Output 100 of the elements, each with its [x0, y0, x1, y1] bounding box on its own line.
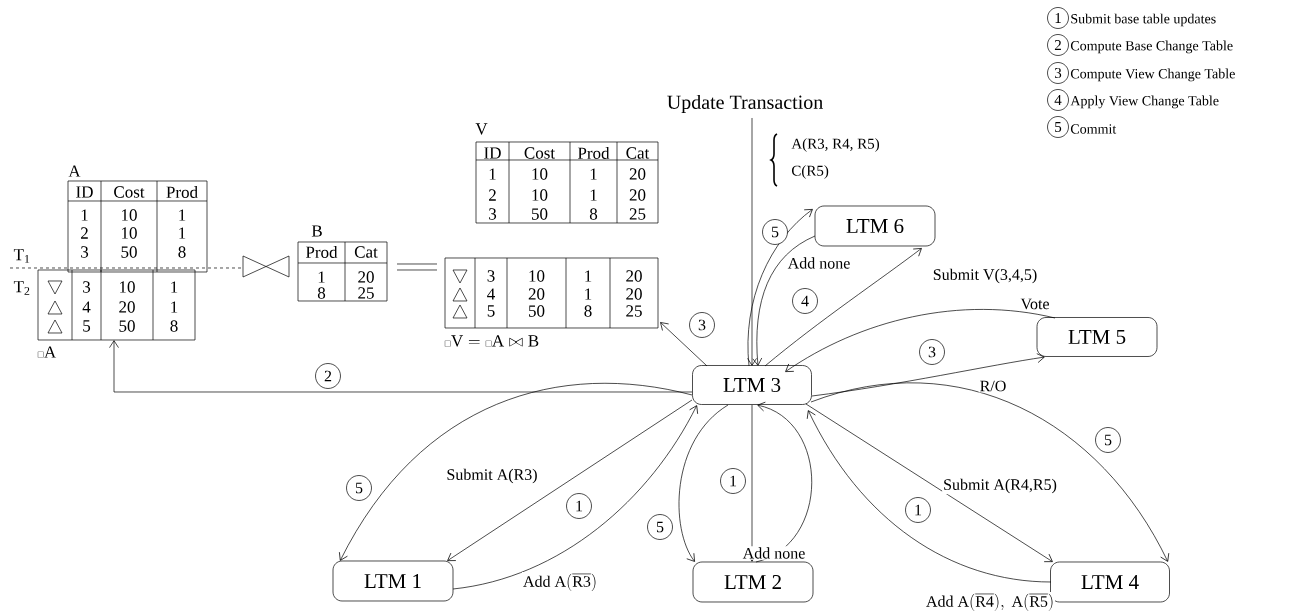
- table-cell: Cost: [524, 147, 555, 159]
- callout-number: 5: [1047, 116, 1069, 138]
- table-cell: ID: [484, 147, 501, 159]
- table-cell: 10: [120, 281, 135, 293]
- table-cell: 10: [122, 209, 137, 221]
- table-cell: 25: [629, 208, 646, 220]
- table-cell: 3: [487, 270, 495, 282]
- table-cell: 50: [119, 320, 135, 332]
- callout-number: 5: [762, 219, 788, 245]
- table-cell: 10: [532, 168, 548, 180]
- table-cell: 1: [585, 288, 592, 300]
- table-cell: 1: [318, 271, 325, 283]
- table-cell: 25: [626, 305, 642, 317]
- table-cell: 2: [81, 227, 88, 239]
- callout-number: 2: [315, 363, 341, 389]
- legend-text: Compute Base Change Table: [1070, 40, 1233, 54]
- edge-label: Vote: [1019, 297, 1051, 311]
- table-cell: 10: [529, 270, 545, 282]
- table-cell: 1: [489, 168, 496, 180]
- table-cell: 4: [487, 288, 495, 300]
- legend-text: Compute View Change Table: [1070, 68, 1235, 82]
- legend-text: Commit: [1070, 124, 1117, 134]
- process-box: LTM 3: [692, 365, 812, 405]
- arrow: [752, 235, 816, 366]
- legend-text: Submit base table updates: [1071, 13, 1216, 27]
- table-cell: 1: [81, 209, 88, 221]
- callout-number: 5: [346, 475, 372, 501]
- arrow: [764, 248, 922, 367]
- table-title: A: [68, 165, 81, 177]
- table-cell: 8: [317, 287, 326, 299]
- arrow: [805, 403, 1053, 562]
- table-cell: 20: [626, 288, 642, 300]
- table-cell: 2: [489, 189, 496, 201]
- table-cell: 20: [528, 288, 545, 300]
- table-cell: 20: [629, 189, 646, 201]
- table-cell: 10: [122, 227, 137, 239]
- table-cell: 1: [179, 209, 186, 221]
- note: A(R3, R4, R5): [791, 138, 880, 152]
- arrow: [339, 383, 693, 561]
- callout-number: 3: [919, 339, 945, 365]
- formula: ${\scriptscriptstyle\square}\mathrm{A}$: [37, 346, 57, 358]
- table-cell: 3: [81, 246, 89, 258]
- edge-label: Add none: [741, 546, 807, 560]
- process-box: LTM 1: [332, 560, 454, 602]
- table-cell: 1: [179, 227, 186, 239]
- arrow: [747, 209, 813, 367]
- table-title: B: [311, 225, 322, 237]
- arrow: [452, 405, 698, 590]
- table-cell: 8: [589, 208, 598, 220]
- table-cell: 1: [171, 301, 178, 313]
- arrow: [806, 410, 1052, 583]
- table-cell: Prod: [166, 186, 198, 198]
- table-cell: 8: [584, 305, 592, 317]
- table-cell: Prod: [305, 246, 338, 258]
- table-cell: 1: [585, 270, 592, 282]
- table-cell: 8: [170, 320, 178, 332]
- table-cell: 20: [629, 168, 646, 180]
- arrow: [810, 382, 1170, 562]
- note: C(R5): [791, 165, 829, 179]
- table-cell: 3: [489, 208, 497, 220]
- edge-label: Submit A(R4,R5): [942, 477, 1058, 495]
- callout-number: 1: [566, 493, 592, 519]
- time-label: T$_{1}$: [13, 249, 30, 263]
- callout-number: 1: [905, 497, 931, 523]
- edge-label: Add none: [786, 256, 852, 270]
- process-box: LTM 2: [692, 561, 814, 603]
- arrow: [109, 340, 693, 393]
- edge-label: Submit A(R3): [445, 467, 539, 485]
- table-cell: ID: [76, 186, 93, 198]
- table-cell: 50: [532, 208, 548, 220]
- callout-number: 4: [1047, 89, 1069, 111]
- table-cell: 1: [590, 189, 597, 201]
- arrow: [755, 401, 813, 563]
- table-cell: Cost: [114, 186, 145, 198]
- arrow: [785, 309, 1056, 372]
- legend-text: Apply View Change Table: [1070, 95, 1219, 109]
- table-cell: 4: [82, 301, 91, 313]
- table-cell: 1: [171, 281, 178, 293]
- table-cell: 20: [119, 301, 135, 313]
- table-title: V: [475, 123, 488, 135]
- arrow: [660, 322, 708, 367]
- edge-label: Submit V(3,4,5): [931, 267, 1039, 285]
- table-cell: Cat: [354, 246, 378, 258]
- table-cell: 50: [529, 305, 545, 317]
- process-box: LTM 5: [1036, 317, 1158, 357]
- table-cell: 50: [121, 246, 137, 258]
- table-cell: 8: [178, 246, 186, 258]
- callout-number: 1: [1047, 7, 1069, 29]
- arrow: [747, 117, 757, 366]
- callout-number: 3: [1047, 62, 1069, 84]
- callout-number: 5: [647, 514, 673, 540]
- formula: ${\scriptscriptstyle\square}\mathrm{V} = {\scriptscriptstyle\square}\mathrm{A} \bowtie \mathrm{B}$: [444, 335, 539, 347]
- table-cell: Cat: [626, 147, 650, 159]
- edge-label: $\mathrm{Add\ A(\overline{R3})}$: [522, 571, 598, 593]
- table-cell: 10: [532, 189, 548, 201]
- callout-number: 3: [689, 312, 715, 338]
- time-label: T$_{2}$: [13, 281, 30, 295]
- callout-number: 4: [792, 288, 818, 314]
- callout-number: 1: [720, 468, 746, 494]
- heading: Update Transaction: [667, 94, 823, 114]
